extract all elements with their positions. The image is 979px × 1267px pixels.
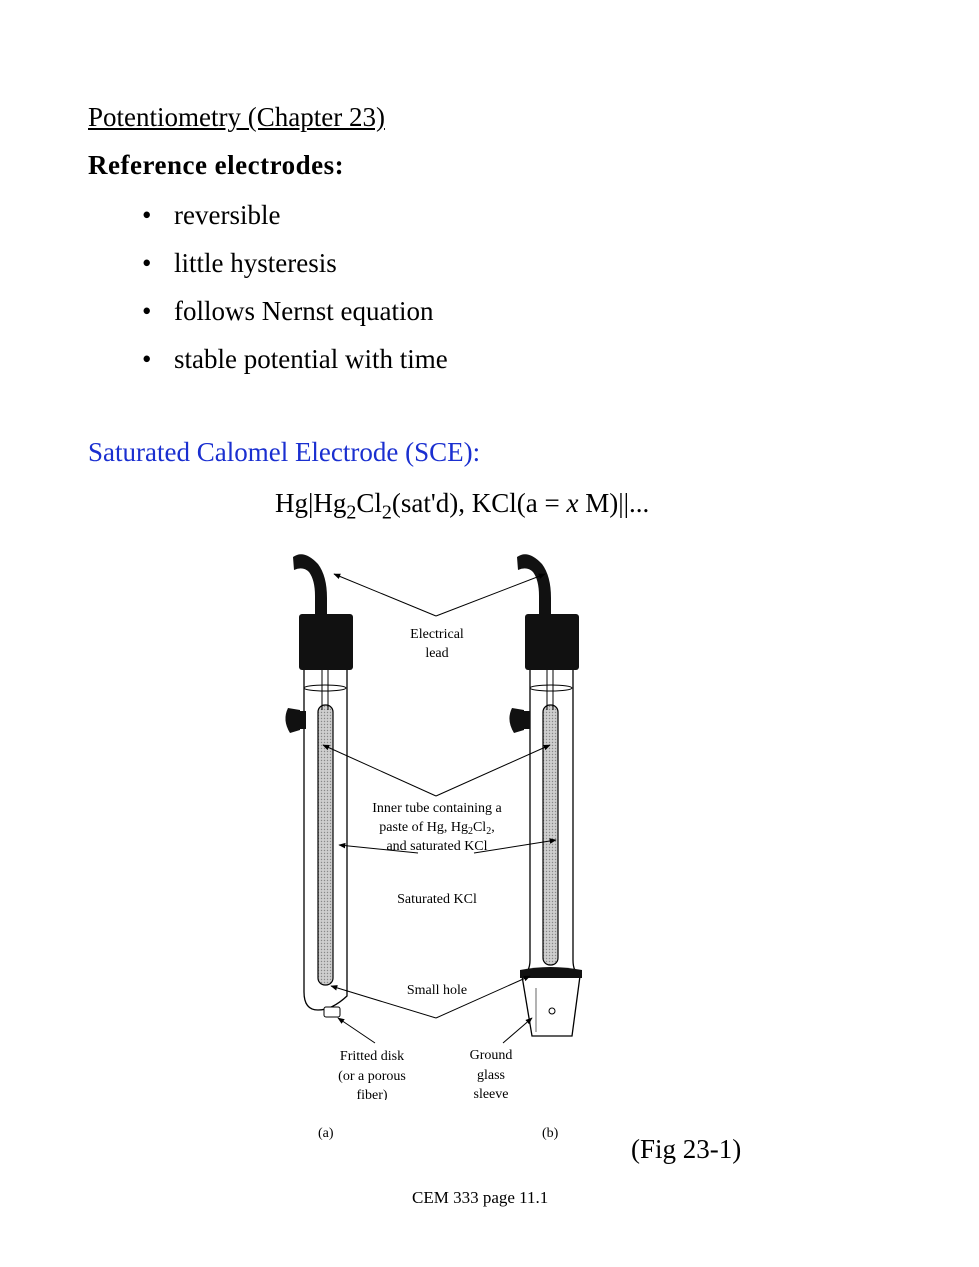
label-ground-glass-1: Ground [470, 1048, 513, 1063]
section-heading: Reference electrodes: [88, 150, 345, 180]
label-ground-glass-3: sleeve [474, 1087, 509, 1100]
label-electrical-lead-1: Electrical [410, 627, 464, 642]
inner-tube-a [317, 704, 334, 986]
page-title: Potentiometry (Chapter 23) [88, 102, 385, 132]
panel-label-a: (a) [318, 1126, 334, 1141]
callout-lines [322, 573, 557, 1044]
label-electrical-lead-2: lead [425, 646, 448, 661]
label-inner-tube-1: Inner tube containing a [372, 801, 502, 816]
electrode-a [285, 554, 353, 1018]
property-list: •reversible •little hysteresis •follows … [142, 196, 448, 388]
figure-caption: (Fig 23-1) [631, 1134, 742, 1164]
cell-notation-formula: Hg|Hg2Cl2(sat'd), KCl(a = x M)||... [275, 488, 650, 524]
ground-glass-sleeve [521, 975, 581, 1037]
label-inner-tube-3: and saturated KCl [386, 839, 487, 854]
cable-b [517, 554, 551, 616]
inner-tube-b [542, 704, 559, 966]
panel-label-b: (b) [542, 1126, 559, 1141]
list-item: •stable potential with time [142, 340, 448, 388]
stopper-a [299, 614, 353, 670]
bullet-icon: • [142, 248, 152, 278]
sce-label: Saturated Calomel Electrode (SCE): [88, 437, 481, 467]
list-item: •reversible [142, 196, 448, 244]
label-small-hole: Small hole [407, 983, 467, 998]
sce-electrode-diagram: Electrical lead Inner tube containing a … [285, 554, 582, 1100]
bullet-icon: • [142, 296, 152, 326]
stopper-b [525, 614, 579, 670]
bullet-icon: • [142, 200, 152, 230]
cable-a [293, 554, 327, 616]
bullet-icon: • [142, 344, 152, 374]
list-item: •follows Nernst equation [142, 292, 448, 340]
electrode-b [509, 554, 582, 1037]
label-ground-glass-2: glass [477, 1068, 505, 1083]
list-item: •little hysteresis [142, 244, 448, 292]
label-fritted-disk-2: (or a porous [338, 1069, 406, 1084]
label-fritted-disk-1: Fritted disk [340, 1049, 404, 1064]
label-fritted-disk-3: fiber) [356, 1088, 387, 1100]
label-saturated-kcl: Saturated KCl [397, 892, 477, 907]
label-inner-tube-2: paste of Hg, Hg2Cl2, [379, 820, 494, 837]
page-footer: CEM 333 page 11.1 [412, 1188, 549, 1207]
